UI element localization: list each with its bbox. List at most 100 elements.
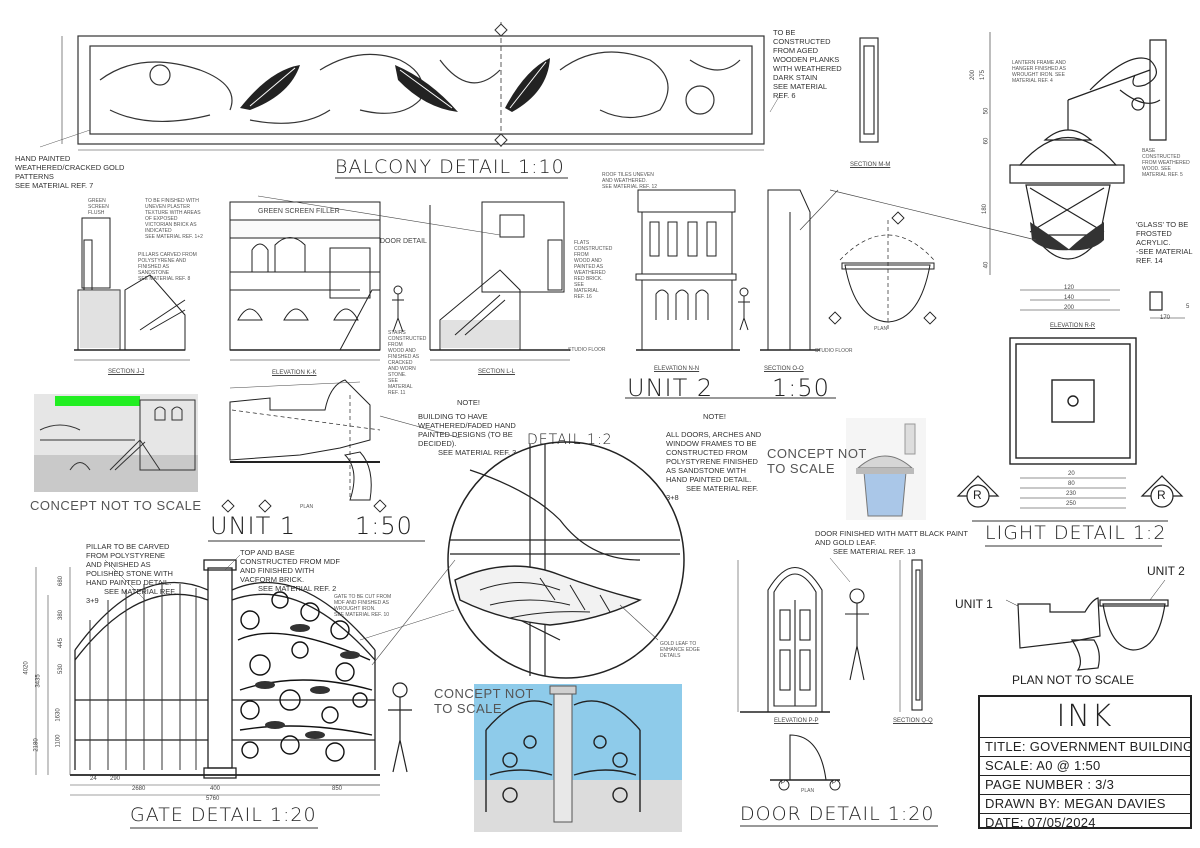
balcony-note-paint-ref: SEE MATERIAL REF. 7 [15,181,94,190]
gate-note-top: TOP AND BASE CONSTRUCTED FROM MDF AND FI… [240,548,350,593]
balcony-note-wood-ref: SEE MATERIAL REF. 6 [773,82,827,100]
lamp-plan-dim-200: 200 [1064,305,1075,311]
unit2-note-roof-ref: SEE MATERIAL REF. 12 [602,184,658,190]
title-block-scale: SCALE: A0 @ 1:50 [980,757,1190,776]
unit1-note-plaster-ref: SEE MATERIAL REF. 1+2 [145,234,203,240]
unit1-studio-floor: STUDIO FLOOR [568,347,606,353]
light-dim-80: 80 [1068,481,1075,487]
unit2-note-roof: ROOF TILES UNEVEN AND WEATHERED. SEE MAT… [602,172,662,190]
unit1-note-stairs-ref: SEE MATERIAL REF. 11 [388,378,413,396]
unit1-note-building: BUILDING TO HAVE WEATHERED/FADED HAND PA… [418,412,518,457]
unit1-scale: 1:50 [355,512,413,540]
unit2-studio-floor: STUDIO FLOOR [815,348,853,354]
door-plan-marker-right: P [832,780,837,786]
unit2-note-frames-text: ALL DOORS, ARCHES AND WINDOW FRAMES TO B… [666,430,762,484]
light-marker-right: R [1157,488,1166,502]
unit1-section-jj: SECTION J-J [108,369,145,375]
gate-note-gate: GATE TO BE CUT FROM MDF AND FINISHED AS … [334,594,396,618]
lamp-plan-dim-140: 140 [1064,295,1075,301]
title-block-title: TITLE: GOVERNMENT BUILDING [980,738,1190,757]
door-plan-label: PLAN [801,788,815,794]
lamp-side-dim: 170 [1160,315,1171,321]
lamp-note-glass: 'GLASS' TO BE FROSTED ACRYLIC. -SEE MATE… [1136,220,1194,265]
gate-dim-5760: 5760 [206,796,220,802]
gate-note-pillar: PILLAR TO BE CARVED FROM POLYSTYRENE AND… [86,542,182,605]
light-title: LIGHT DETAIL 1:2 [985,522,1167,544]
title-block-date: DATE: 07/05/2024 [985,815,1096,830]
title-block-page: PAGE NUMBER : 3/3 [980,776,1190,795]
unit1-note-pillars: PILLARS CARVED FROM POLYSTYRENE AND FINI… [138,252,198,282]
unit2-title: UNIT 2 [627,374,714,402]
plan-view-unit1: UNIT 1 [955,597,993,611]
lamp-plan-dim-120: 120 [1064,285,1075,291]
unit1-note-flats: FLATS CONSTRUCTED FROM WOOD AND PAINTED … [574,240,612,300]
gate-dim-850: 850 [332,786,343,792]
lamp-note-glass-ref: -SEE MATERIAL REF. 14 [1136,247,1193,265]
unit1-section-ll: SECTION L-L [478,369,516,375]
gate-dim-24: 24 [90,776,97,782]
unit1-note-flats-text: FLATS CONSTRUCTED FROM WOOD AND PAINTED … [574,240,613,282]
unit1-note-title: NOTE! [457,398,480,407]
gate-note-top-text: TOP AND BASE CONSTRUCTED FROM MDF AND FI… [240,548,340,584]
lamp-elevation-label: ELEVATION R-R [1050,323,1096,329]
unit1-note-pillars-ref: SEE MATERIAL REF. 8 [138,276,191,282]
unit1-title: UNIT 1 [210,512,297,540]
gate-dim-2680: 2680 [132,786,146,792]
lamp-side-small: 5 [1186,304,1190,310]
unit1-elevation-kk: ELEVATION K-K [272,370,317,376]
unit1-note-flats-ref: SEE MATERIAL REF. 16 [574,282,599,300]
unit2-note-title: NOTE! [703,412,726,421]
door-title: DOOR DETAIL 1:20 [740,803,935,825]
unit1-note-building-ref: SEE MATERIAL REF. 3 [438,448,517,457]
gate-note-gate-text: GATE TO BE CUT FROM MDF AND FINISHED AS … [334,594,392,612]
gate-note-gate-ref: SEE MATERIAL REF. 10 [334,612,390,618]
unit2-plan-label: PLAN [874,326,888,332]
title-block: INK TITLE: GOVERNMENT BUILDING SCALE: A0… [978,695,1192,830]
unit2-note-frames: ALL DOORS, ARCHES AND WINDOW FRAMES TO B… [666,430,766,502]
gate-note-pillar-ref: SEE MATERIAL REF. 3+9 [86,587,177,605]
unit1-concept-label: CONCEPT NOT TO SCALE [30,498,202,513]
gate-concept-label: CONCEPT NOT TO SCALE [434,686,534,716]
light-marker-left: R [973,488,982,502]
title-block-drawn: DRAWN BY: MEGAN DAVIES [980,795,1190,814]
unit2-note-frames-ref: SEE MATERIAL REF. 3+8 [666,484,759,502]
door-note: DOOR FINISHED WITH MATT BLACK PAINT AND … [815,529,975,556]
door-elevation-label: ELEVATION P-P [774,718,819,724]
unit2-scale: 1:50 [772,374,830,402]
detail-title: DETAIL 1:2 [527,432,613,448]
gate-dim-400: 400 [210,786,221,792]
unit1-note-building-text: BUILDING TO HAVE WEATHERED/FADED HAND PA… [418,412,516,448]
door-plan-marker-left: P [781,780,786,786]
unit1-green-flat: GREEN SCREEN FLUSH [88,198,109,216]
plan-view-caption: PLAN NOT TO SCALE [1012,673,1135,687]
balcony-note-wood: TO BE CONSTRUCTED FROM AGED WOODEN PLANK… [773,28,845,100]
balcony-section-label: SECTION M-M [850,162,891,168]
balcony-note-paint: HAND PAINTED WEATHERED/CRACKED GOLD PATT… [15,154,125,190]
balcony-note-paint-text: HAND PAINTED WEATHERED/CRACKED GOLD PATT… [15,154,125,181]
unit1-plan-label: PLAN [300,504,314,510]
balcony-note-wood-text: TO BE CONSTRUCTED FROM AGED WOODEN PLANK… [773,28,842,82]
door-note-text: DOOR FINISHED WITH MATT BLACK PAINT AND … [815,529,968,547]
unit2-note-roof-text: ROOF TILES UNEVEN AND WEATHERED. [602,172,654,184]
door-section-label: SECTION Q-Q [893,718,933,724]
lamp-note-frame: LANTERN FRAME AND HANGER FINISHED AS WRO… [1012,60,1066,84]
gate-note-pillar-text: PILLAR TO BE CARVED FROM POLYSTYRENE AND… [86,542,173,587]
unit1-note-plaster: TO BE FINISHED WITH UNEVEN PLASTER TEXTU… [145,198,205,240]
unit1-note-stairs-text: STAIRS CONSTRUCTED FROM WOOD AND FINISHE… [388,330,427,378]
unit1-note-pillars-text: PILLARS CARVED FROM POLYSTYRENE AND FINI… [138,252,197,276]
gate-dim-290: 290 [110,776,121,782]
balcony-title: BALCONY DETAIL 1:10 [335,156,565,178]
unit1-note-stairs: STAIRS CONSTRUCTED FROM WOOD AND FINISHE… [388,330,426,396]
unit1-note-plaster-text: TO BE FINISHED WITH UNEVEN PLASTER TEXTU… [145,198,201,234]
lamp-note-glass-text: 'GLASS' TO BE FROSTED ACRYLIC. [1136,220,1189,247]
